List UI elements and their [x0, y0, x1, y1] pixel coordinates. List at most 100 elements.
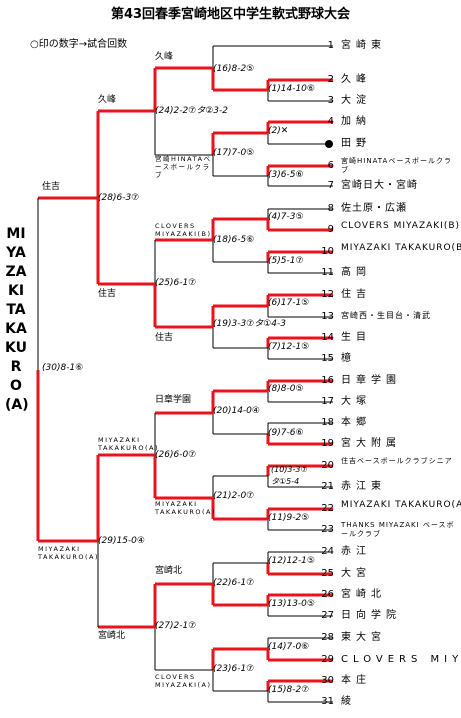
score-15: (15)8-2⑦	[268, 685, 310, 695]
team-name: 大宮	[341, 568, 371, 579]
team-number: 15	[321, 353, 334, 364]
winner-label-r4-b: MIYAZAKI TAKAKURO(A)	[38, 545, 100, 561]
team-name: 大淀	[341, 95, 371, 106]
team-number: 18	[321, 417, 334, 428]
winner-label-r2-h: CLOVERS MIYAZAKI(A)	[155, 673, 212, 689]
winner-label-r2-a: 久峰	[155, 52, 174, 62]
team-number: 3	[327, 95, 334, 106]
team-name: MIYAZAKI TAKAKURO(B)	[341, 243, 461, 253]
score-28: (28)6-3⑦	[98, 193, 140, 203]
winner-label-r3-a: 久峰	[98, 95, 117, 105]
team-number: 2	[327, 74, 334, 85]
team-number: 7	[327, 180, 334, 191]
winner-label-r2-e: 日章学園	[155, 395, 192, 405]
score-7: (7)12-1⑤	[268, 342, 310, 352]
score-29: (29)15-0④	[98, 536, 145, 546]
winner-label-r2-g: 宮崎北	[155, 566, 183, 576]
score-23: (23)6-1⑦	[213, 664, 255, 674]
team-number: 31	[321, 696, 334, 707]
winner-label-r2-f: MIYAZAKI TAKAKURO(A)	[155, 500, 217, 516]
team-name: 高岡	[341, 267, 371, 278]
score-21: (21)2-0⑦	[213, 491, 255, 501]
team-number: 17	[321, 396, 334, 407]
team-name: 生目	[341, 332, 371, 343]
team-name: 住吉	[341, 289, 371, 300]
score-6: (6)17-1⑤	[268, 298, 310, 308]
team-number: 20	[321, 460, 334, 471]
score-17: (17)7-0⑤	[213, 148, 255, 158]
team-number: 6	[327, 160, 334, 171]
team-name: 宮大附属	[341, 438, 401, 449]
score-26: (26)6-0⑦	[155, 450, 197, 460]
score-12: (12)12-1⑤	[268, 556, 315, 566]
team-name: 日向学院	[341, 610, 401, 621]
score-8: (8)8-0⑤	[268, 384, 304, 394]
team-number: 9	[327, 224, 334, 235]
team-name: 本郷	[341, 417, 371, 428]
score-24: (24)2-2⑦タ②3-2	[155, 106, 229, 116]
score-2: (2)✕	[268, 126, 289, 136]
team-number: 30	[321, 675, 334, 686]
winner-label-r3-c: MIYAZAKI TAKAKURO(A)	[98, 436, 160, 452]
team-number: 23	[321, 524, 334, 535]
team-name: 住吉ベースボールクラブシニア	[341, 457, 453, 465]
team-name: 宮崎東	[341, 40, 386, 51]
team-name: 大塚	[341, 396, 371, 407]
team-number: 1	[327, 40, 334, 51]
score-27: (27)2-1⑦	[155, 621, 197, 631]
team-name: CLOVERS MIYAZAKI(A)	[341, 654, 461, 665]
team-number: 25	[321, 568, 334, 579]
team-number: 28	[321, 632, 334, 643]
score-19: (19)3-3⑦タ①4-3	[213, 319, 287, 329]
team-number: 16	[321, 375, 334, 386]
score-30: (30)8-1⑥	[42, 363, 84, 373]
team-name: 田野	[341, 138, 371, 149]
team-number: 8	[327, 203, 334, 214]
score-25: (25)6-1⑦	[155, 278, 197, 288]
score-1: (1)14-10⑥	[268, 84, 315, 94]
team-number: 21	[321, 481, 334, 492]
team-name: 檍	[341, 353, 356, 364]
champion-text: MIYAZAKI TAKAKURO(A)	[5, 226, 29, 413]
score-22: (22)6-1⑦	[213, 578, 255, 588]
team-number: 19	[321, 438, 334, 449]
score-10: (10)3-3⑦	[271, 465, 308, 474]
team-name: MIYAZAKI TAKAKURO(A)	[341, 500, 461, 510]
team-number: 11	[321, 267, 334, 278]
team-name: 本庄	[341, 675, 371, 686]
score-16: (16)8-2⑤	[213, 64, 255, 74]
team-number: 27	[321, 610, 334, 621]
team-number: 24	[321, 546, 334, 557]
score-11: (11)9-2⑤	[268, 513, 310, 523]
legend-note: ○印の数字→試合回数	[30, 39, 128, 50]
team-number: 22	[321, 503, 334, 514]
team-number: 4	[327, 116, 334, 127]
bye-dot-icon	[325, 140, 333, 148]
team-name: 宮崎日大・宮崎	[341, 180, 418, 191]
team-number: 29	[321, 654, 334, 665]
score-3: (3)6-5⑥	[268, 170, 304, 180]
winner-label-r2-b: 宮崎HINATAベースボールクラブ	[155, 155, 212, 179]
team-number: 26	[321, 589, 334, 600]
winner-label-r4-a: 住吉	[42, 182, 61, 192]
score-10-tiebreak: タ①5-4	[271, 477, 300, 486]
team-number: 13	[321, 311, 334, 322]
winner-label-r2-c: CLOVERS MIYAZAKI(B)	[155, 222, 212, 238]
score-20: (20)14-0④	[213, 406, 260, 416]
team-name: 赤江東	[341, 481, 386, 492]
winner-label-r3-b: 住吉	[98, 289, 117, 299]
team-name: 綾	[341, 696, 356, 707]
team-name: 宮崎北	[341, 589, 386, 600]
team-number: 12	[321, 289, 334, 300]
team-name: 赤江	[341, 546, 371, 557]
team-name: CLOVERS MIYAZAKI(B)	[341, 221, 461, 231]
page-title: 第43回春季宮崎地区中学生軟式野球大会	[110, 7, 351, 22]
team-name: 加納	[341, 116, 371, 127]
team-name: 東大宮	[341, 632, 386, 643]
team-name: 日章学園	[341, 375, 401, 386]
score-14: (14)7-0⑥	[268, 642, 310, 652]
winner-label-r2-d: 住吉	[155, 333, 174, 343]
score-9: (9)7-6⑥	[268, 428, 304, 438]
team-name: 佐土原・広瀬	[341, 203, 407, 214]
